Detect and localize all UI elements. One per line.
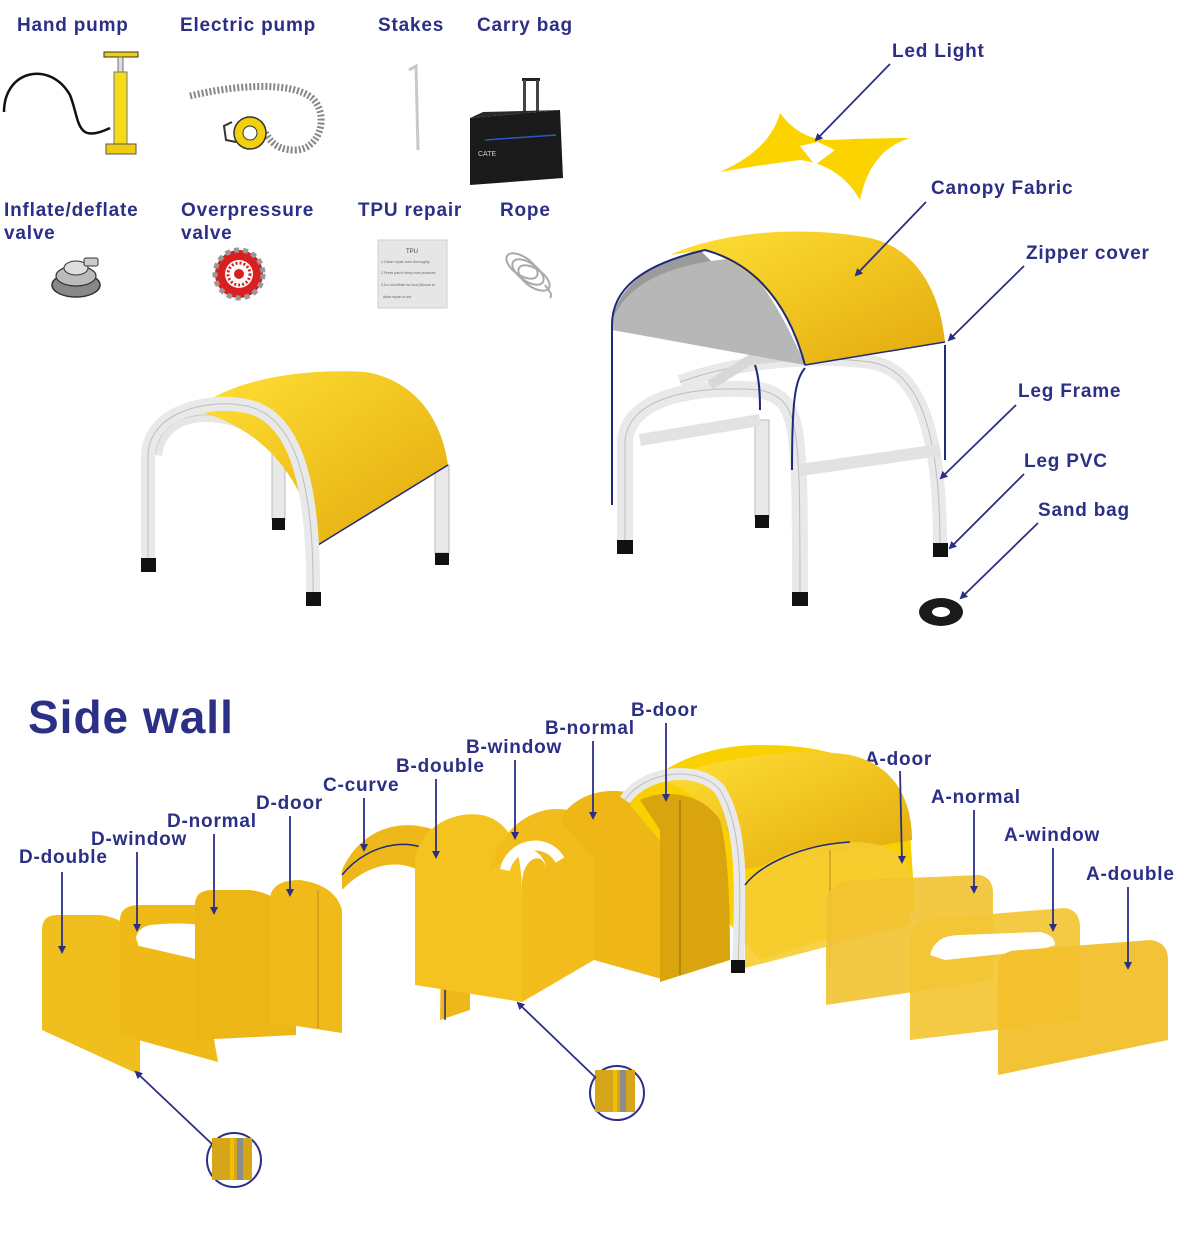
label-carry-bag: Carry bag bbox=[477, 15, 573, 36]
label-tpu-repair: TPU repair bbox=[358, 200, 463, 221]
panel-d-door bbox=[270, 880, 342, 1033]
label-rope: Rope bbox=[500, 200, 551, 221]
bag-logo: CATE bbox=[478, 151, 496, 158]
label-d-window: D-window bbox=[91, 829, 188, 850]
label-d-double: D-double bbox=[19, 847, 108, 868]
arrows bbox=[58, 63, 1132, 1145]
label-a-window: A-window bbox=[1004, 825, 1101, 846]
label-overpressure-valve: Overpressure valve bbox=[181, 200, 315, 244]
label-led-light: Led Light bbox=[892, 41, 985, 62]
label-b-window: B-window bbox=[466, 737, 563, 758]
tpu-card-line: 3.Do not inflate for four(4)hours to bbox=[381, 283, 435, 287]
label-canopy-fabric: Canopy Fabric bbox=[931, 178, 1074, 199]
panel-b-window bbox=[490, 809, 595, 1002]
label-electric-pump: Electric pump bbox=[180, 15, 317, 36]
label-a-door: A-door bbox=[865, 749, 933, 770]
rope-icon bbox=[505, 252, 553, 299]
stakes-icon bbox=[408, 63, 420, 151]
panel-d-window bbox=[120, 905, 218, 1062]
label-leg-pvc: Leg PVC bbox=[1024, 451, 1108, 472]
label-leg-frame: Leg Frame bbox=[1018, 381, 1122, 402]
tpu-card-title: TPU bbox=[406, 249, 418, 255]
panel-d-double bbox=[42, 915, 140, 1075]
side-wall-panels bbox=[42, 745, 1168, 1188]
electric-pump-icon bbox=[189, 83, 325, 154]
label-b-door: B-door bbox=[631, 700, 699, 721]
label-inflate-valve: Inflate/deflate valve bbox=[4, 200, 139, 244]
panel-b-normal bbox=[560, 790, 665, 980]
tpu-repair-card: TPU 1.Clean repair area thoroughly. 2.Pr… bbox=[377, 239, 448, 309]
overpressure-valve-icon bbox=[212, 247, 266, 301]
hand-pump-icon bbox=[2, 51, 139, 155]
inflate-valve-icon bbox=[51, 257, 101, 298]
detail-circle-2 bbox=[589, 1065, 645, 1121]
label-sand-bag: Sand bag bbox=[1038, 500, 1130, 521]
label-hand-pump: Hand pump bbox=[17, 15, 129, 36]
tpu-card-line: allow repair to set. bbox=[383, 295, 412, 299]
tpu-card-line: 1.Clean repair area thoroughly. bbox=[381, 260, 430, 264]
small-canopy bbox=[141, 371, 450, 606]
label-a-double: A-double bbox=[1086, 864, 1175, 885]
label-d-normal: D-normal bbox=[167, 811, 257, 832]
exploded-canopy bbox=[611, 231, 963, 626]
led-light-icon bbox=[720, 113, 910, 200]
tpu-card-line: 2.Press patch firmly over puncture. bbox=[381, 271, 437, 275]
label-d-door: D-door bbox=[256, 793, 324, 814]
detail-circle-1 bbox=[206, 1132, 262, 1188]
panel-a-double bbox=[998, 940, 1168, 1075]
carry-bag-icon: CATE bbox=[470, 78, 563, 185]
label-c-curve: C-curve bbox=[323, 775, 400, 796]
label-stakes: Stakes bbox=[378, 15, 445, 36]
label-a-normal: A-normal bbox=[931, 787, 1021, 808]
label-zipper-cover: Zipper cover bbox=[1026, 243, 1150, 264]
label-b-normal: B-normal bbox=[545, 718, 635, 739]
side-wall-title: Side wall bbox=[28, 691, 234, 743]
label-b-double: B-double bbox=[396, 756, 485, 777]
